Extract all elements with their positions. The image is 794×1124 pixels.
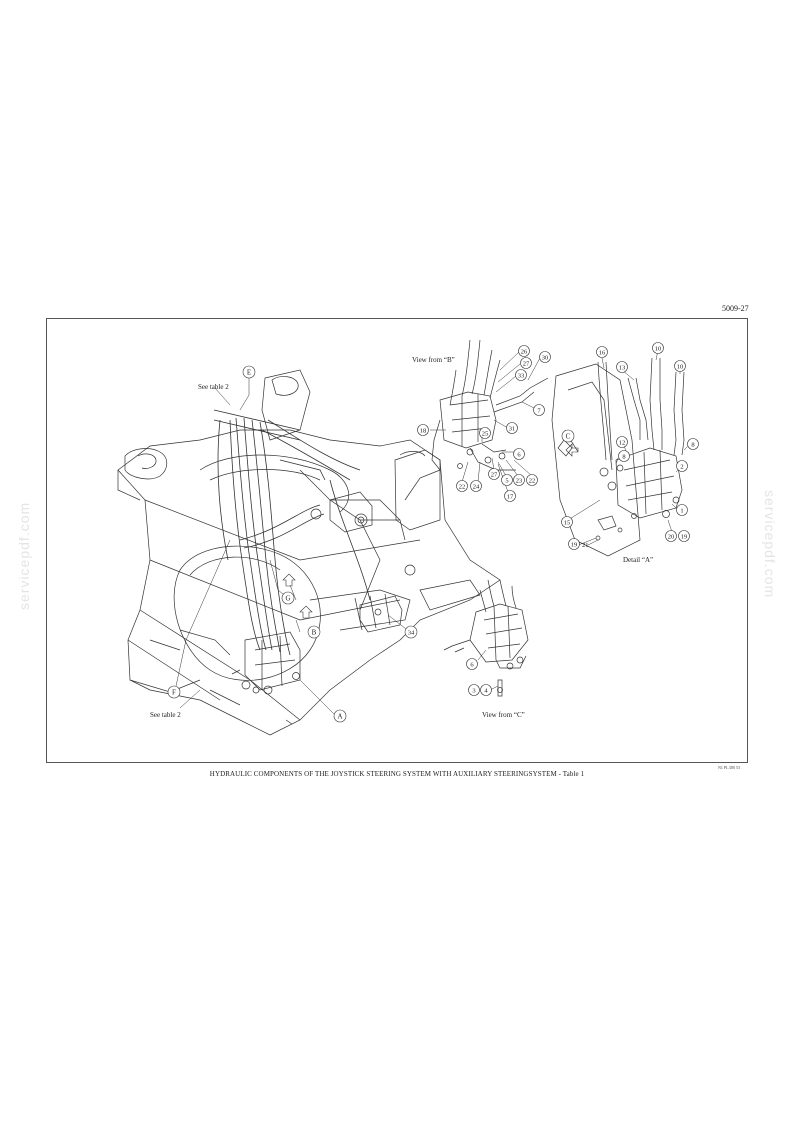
callout-b: B	[312, 629, 317, 637]
callout-20: 20	[668, 534, 675, 541]
view-from-c-leaders	[477, 649, 499, 691]
view-from-c-drawing	[443, 579, 529, 697]
callout-e: E	[247, 369, 251, 377]
callout-6b: 6	[470, 662, 474, 669]
callout-8b: 8	[622, 454, 625, 461]
callout-c: C	[566, 433, 571, 441]
callout-10b: 10	[677, 364, 684, 371]
callout-6: 6	[517, 452, 521, 459]
label-see-table-bottom: See table 2	[150, 711, 181, 719]
callout-15: 15	[564, 520, 571, 527]
callout-30: 30	[542, 355, 549, 362]
label-view-from-c: View from “C”	[482, 711, 525, 719]
callout-g: G	[285, 595, 290, 603]
callout-16: 16	[599, 350, 606, 357]
callout-19: 19	[571, 542, 578, 549]
callout-27: 27	[523, 361, 530, 368]
chassis-frame	[117, 369, 501, 736]
callout-a: A	[337, 713, 342, 721]
callout-circles	[167, 342, 699, 723]
callout-24: 24	[473, 484, 480, 491]
callout-7: 7	[537, 408, 541, 415]
callout-2: 2	[680, 464, 683, 471]
label-view-from-b: View from “B”	[412, 356, 455, 364]
callout-17: 17	[507, 494, 514, 501]
callout-25: 25	[482, 431, 489, 438]
callout-34: 34	[408, 630, 415, 637]
callout-18: 18	[420, 428, 427, 435]
callout-27b: 27	[491, 472, 498, 479]
label-see-table-top: See table 2	[198, 383, 229, 391]
callout-12: 12	[619, 440, 626, 447]
callout-5: 5	[505, 478, 508, 485]
callout-13: 13	[619, 365, 626, 372]
valve-block-a	[231, 631, 301, 695]
callout-10: 10	[655, 346, 662, 353]
page-number: 5009-27	[722, 304, 749, 313]
callout-33: 33	[518, 373, 525, 380]
callout-21: 21	[582, 542, 589, 549]
label-detail-a: Detail “A”	[623, 556, 653, 564]
callout-f: F	[172, 689, 176, 697]
callout-4: 4	[484, 688, 488, 695]
callout-3: 3	[472, 688, 475, 695]
detail-a-leaders	[567, 349, 689, 547]
drawing-frame	[46, 318, 748, 763]
callout-1: 1	[680, 508, 683, 515]
view-arrows	[282, 443, 579, 619]
drawing-code: N1 PL DB 53	[718, 765, 740, 770]
callout-26: 26	[521, 349, 528, 356]
center-valve	[310, 491, 416, 633]
callout-22b: 22	[529, 478, 536, 485]
figure-caption: HYDRAULIC COMPONENTS OF THE JOYSTICK STE…	[209, 770, 585, 778]
callout-19b: 19	[681, 534, 688, 541]
callout-22: 22	[459, 484, 466, 491]
callout-23: 23	[516, 478, 523, 485]
main-hoses	[213, 409, 371, 656]
view-from-b-drawing	[404, 339, 549, 501]
callout-31: 31	[509, 426, 516, 433]
detail-a-drawing	[551, 357, 685, 557]
callout-8: 8	[691, 442, 694, 449]
